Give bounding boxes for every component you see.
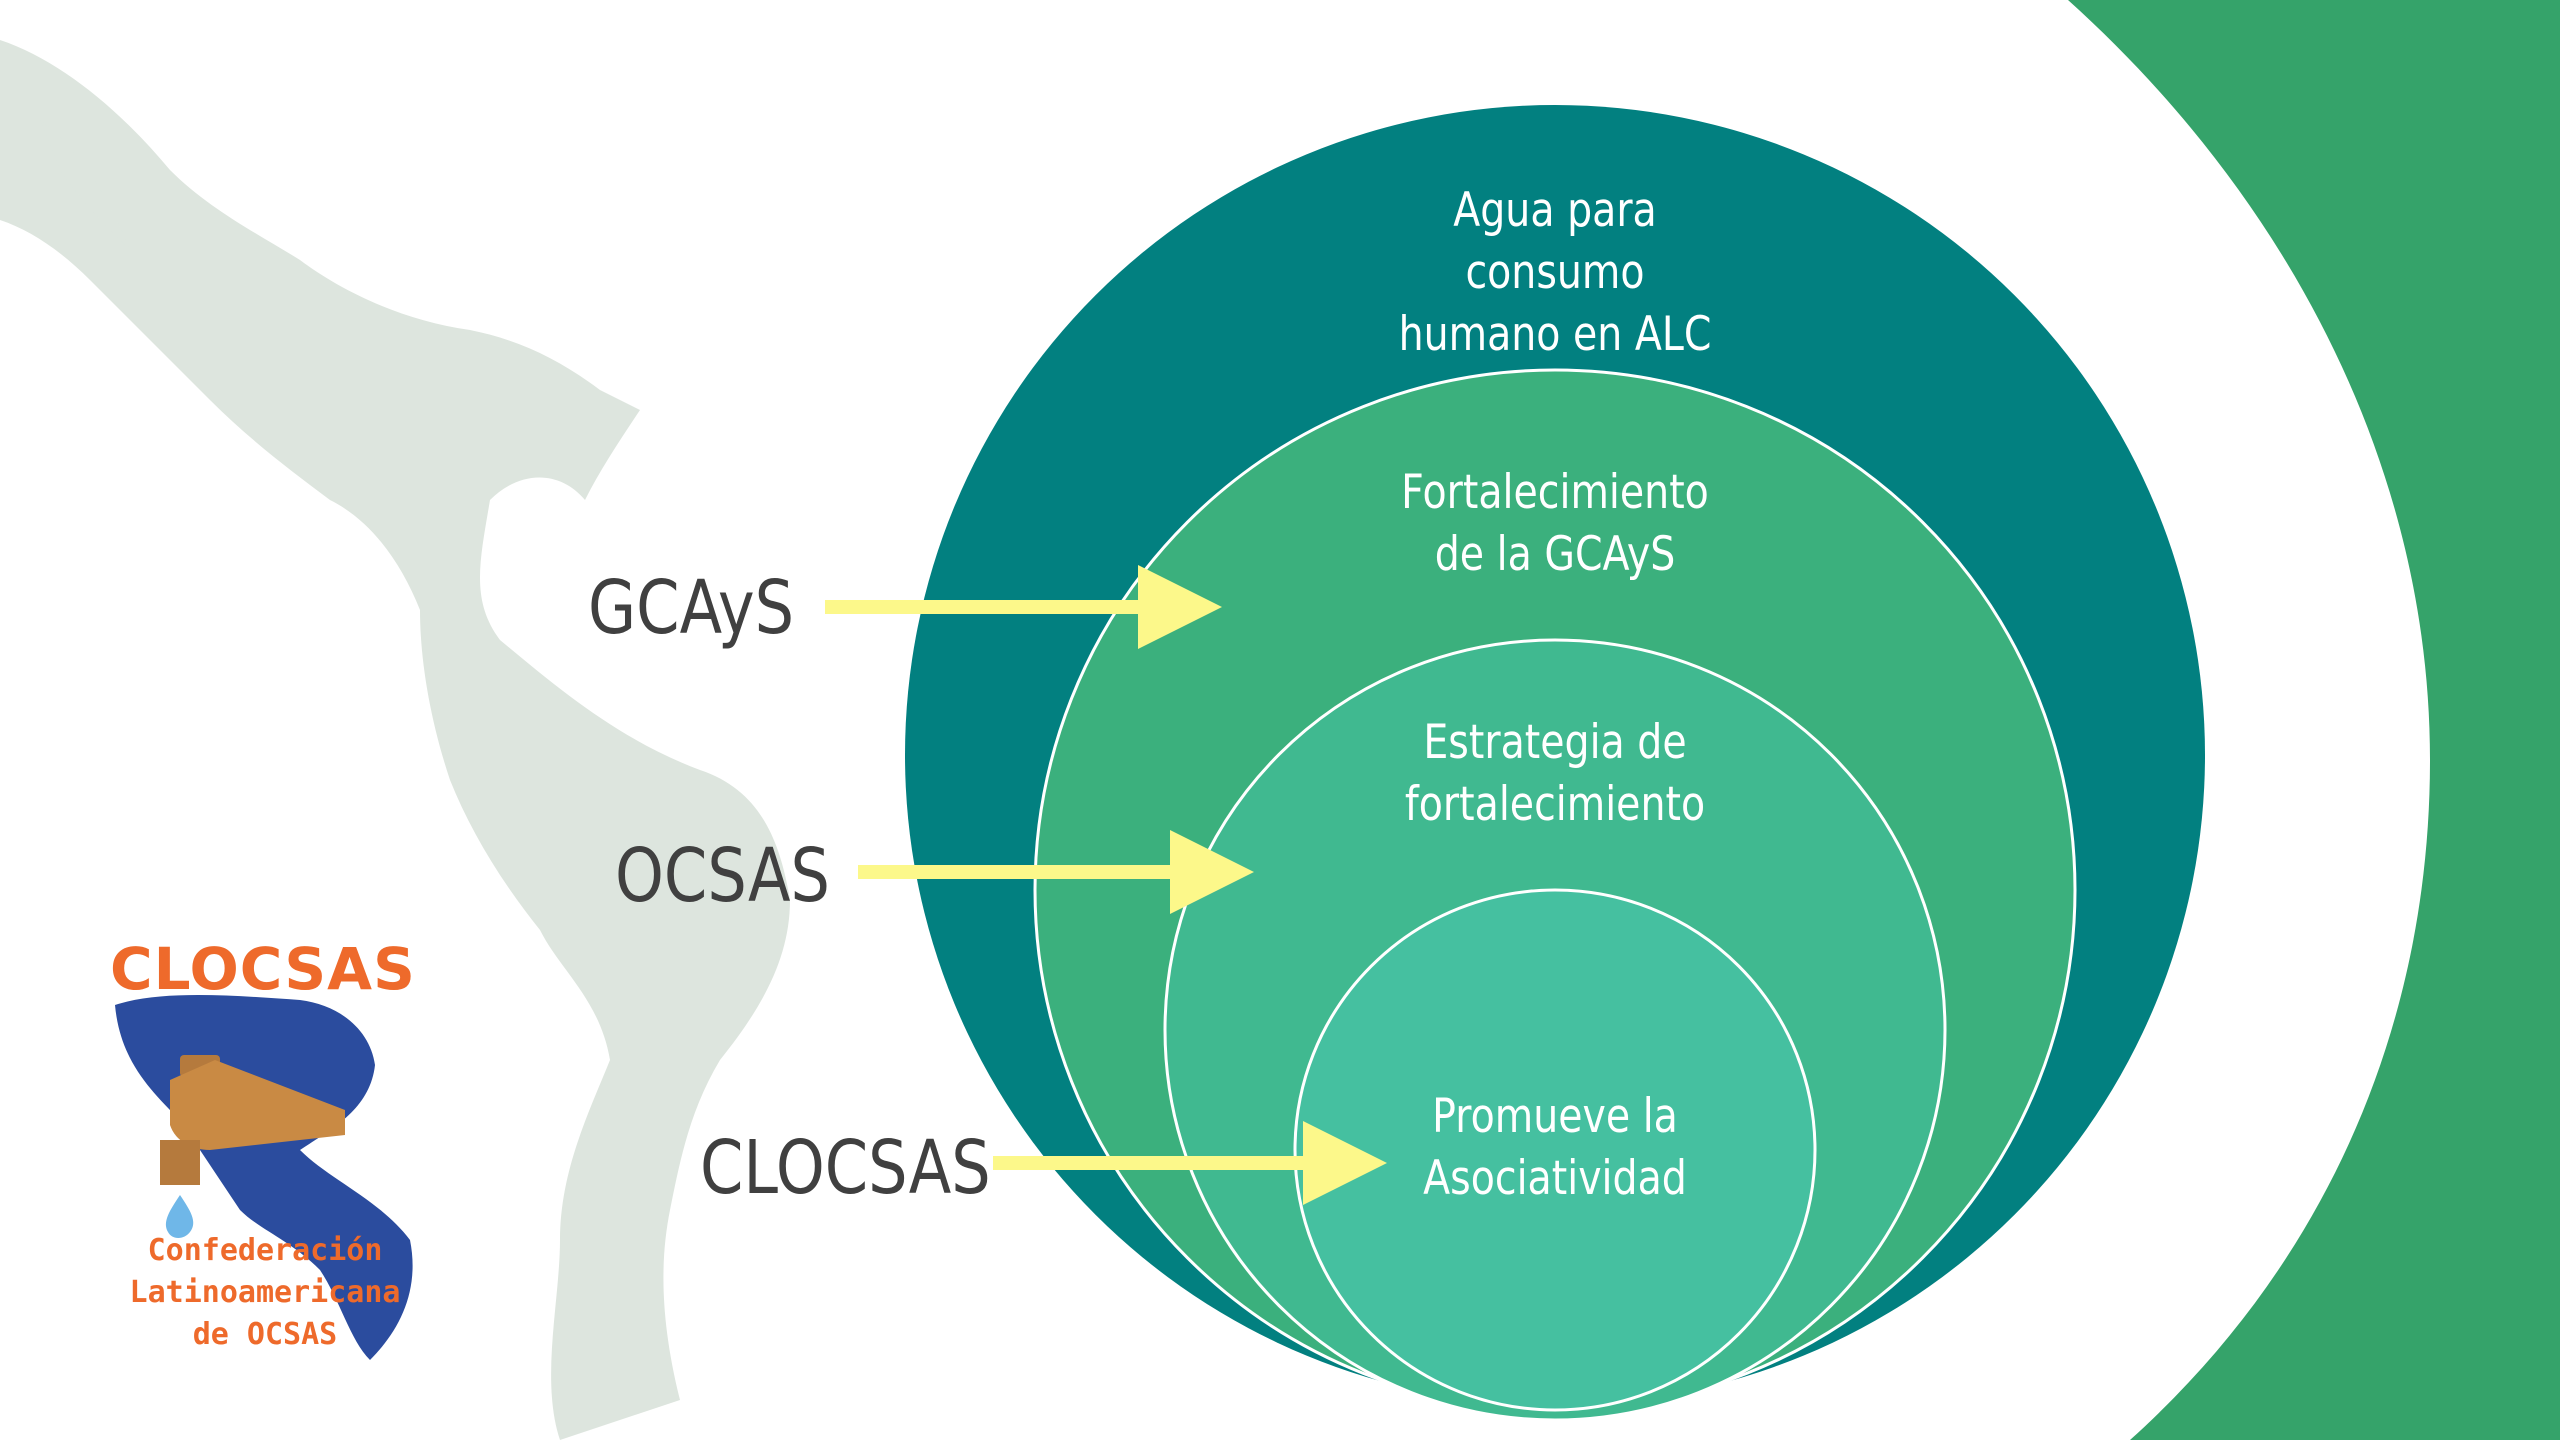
logo-subtitle-line-2: Latinoamericana [129, 1275, 401, 1310]
outer-circle-line-1: Agua para [1453, 183, 1657, 238]
label-ocsas: OCSAS [615, 833, 830, 919]
second-circle-label: Fortalecimiento de la GCAyS [1345, 462, 1765, 586]
inner-circle-line-2: Asociatividad [1423, 1151, 1687, 1206]
label-clocsas: CLOCSAS [700, 1125, 991, 1211]
second-circle-line-1: Fortalecimiento [1401, 465, 1709, 520]
second-circle-line-2: de la GCAyS [1434, 527, 1676, 582]
logo-subtitle-line-1: Confederación [147, 1233, 383, 1268]
third-circle-line-1: Estrategia de [1423, 715, 1687, 770]
americas-map [0, 40, 790, 1440]
inner-circle-line-1: Promueve la [1432, 1089, 1678, 1144]
third-circle-label: Estrategia de fortalecimiento [1345, 712, 1765, 836]
outer-circle-label: Agua para consumo humano en ALC [1387, 180, 1723, 366]
logo-title: CLOCSAS [110, 935, 416, 1003]
logo-subtitle-line-3: de OCSAS [192, 1317, 338, 1352]
outer-circle-line-3: humano en ALC [1398, 307, 1712, 362]
label-gcays: GCAyS [588, 565, 795, 651]
logo-subtitle: Confederación Latinoamericana de OCSAS [100, 1230, 430, 1356]
inner-circle-label: Promueve la Asociatividad [1345, 1086, 1765, 1210]
third-circle-line-2: fortalecimiento [1404, 777, 1706, 832]
side-arc [2068, 0, 2560, 1440]
outer-circle-line-2: consumo [1465, 245, 1645, 300]
logo-map [115, 995, 413, 1360]
inner-circle [1293, 888, 1817, 1412]
